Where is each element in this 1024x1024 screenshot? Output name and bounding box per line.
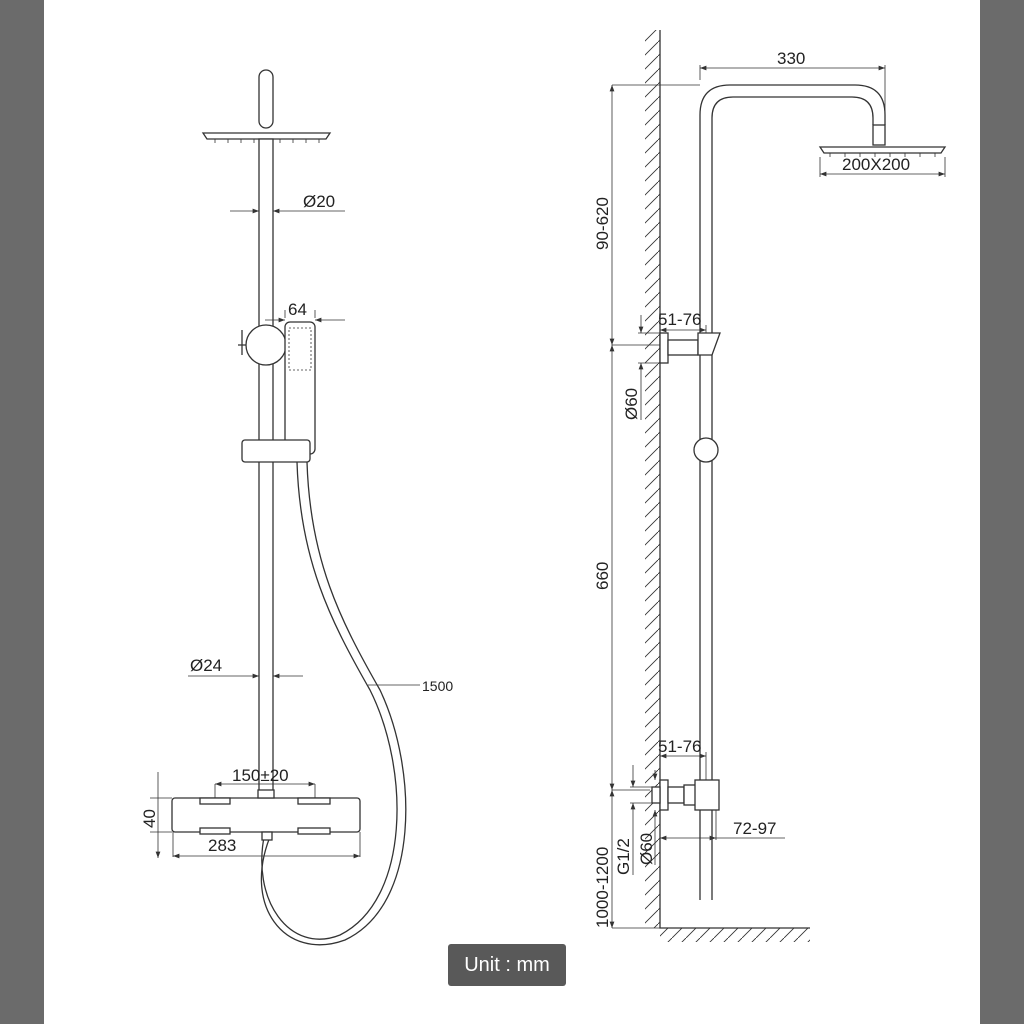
right-border-bar	[980, 0, 1024, 1024]
diverter-lever	[238, 330, 246, 355]
side-view: 330 200X200 90-620 660 1000-1200 51-76 Ø…	[593, 30, 947, 942]
hose	[261, 461, 398, 940]
dim-arm-length: 330	[777, 49, 805, 68]
unit-label: Unit : mm	[448, 944, 566, 986]
dim-head-size: 200X200	[842, 155, 910, 174]
riser-pipe	[258, 138, 274, 792]
upper-wall-flange	[659, 332, 669, 364]
dim-lower-bracket-depth: 51-76	[658, 737, 701, 756]
hand-shower	[284, 321, 316, 455]
shower-arm	[699, 84, 886, 900]
slide-bracket	[241, 439, 311, 463]
dim-valve-width: 283	[208, 836, 236, 855]
front-view: Ø20 64 Ø24 1500 150±20 40 283	[140, 69, 453, 946]
diverter	[245, 324, 287, 366]
dim-thread: G1/2	[614, 838, 633, 875]
dim-middle-height: 660	[593, 562, 612, 590]
dim-lower-pipe-diameter: Ø24	[190, 656, 222, 675]
left-border-bar	[0, 0, 44, 1024]
lower-valve-body	[694, 779, 720, 811]
shower-head-connector	[258, 69, 274, 129]
dim-hose-length: 1500	[422, 678, 453, 694]
dim-upper-flange-diameter: Ø60	[622, 388, 641, 420]
dim-inlet-offset: 72-97	[733, 819, 776, 838]
dim-hand-shower-width: 64	[288, 300, 307, 319]
dim-floor-height: 1000-1200	[593, 847, 612, 928]
dim-inlet-spacing: 150±20	[232, 766, 289, 785]
dim-valve-height: 40	[140, 809, 159, 828]
dim-riser-diameter: Ø20	[303, 192, 335, 211]
shower-head-plate	[201, 132, 332, 140]
side-shower-head	[818, 146, 947, 154]
lower-wall-flange	[659, 779, 669, 811]
slider-knob	[693, 437, 719, 463]
dim-upper-height: 90-620	[593, 197, 612, 250]
dim-lower-flange-diameter: Ø60	[637, 833, 656, 865]
dim-upper-bracket-depth: 51-76	[658, 310, 701, 329]
shower-head-nozzles	[214, 139, 320, 143]
